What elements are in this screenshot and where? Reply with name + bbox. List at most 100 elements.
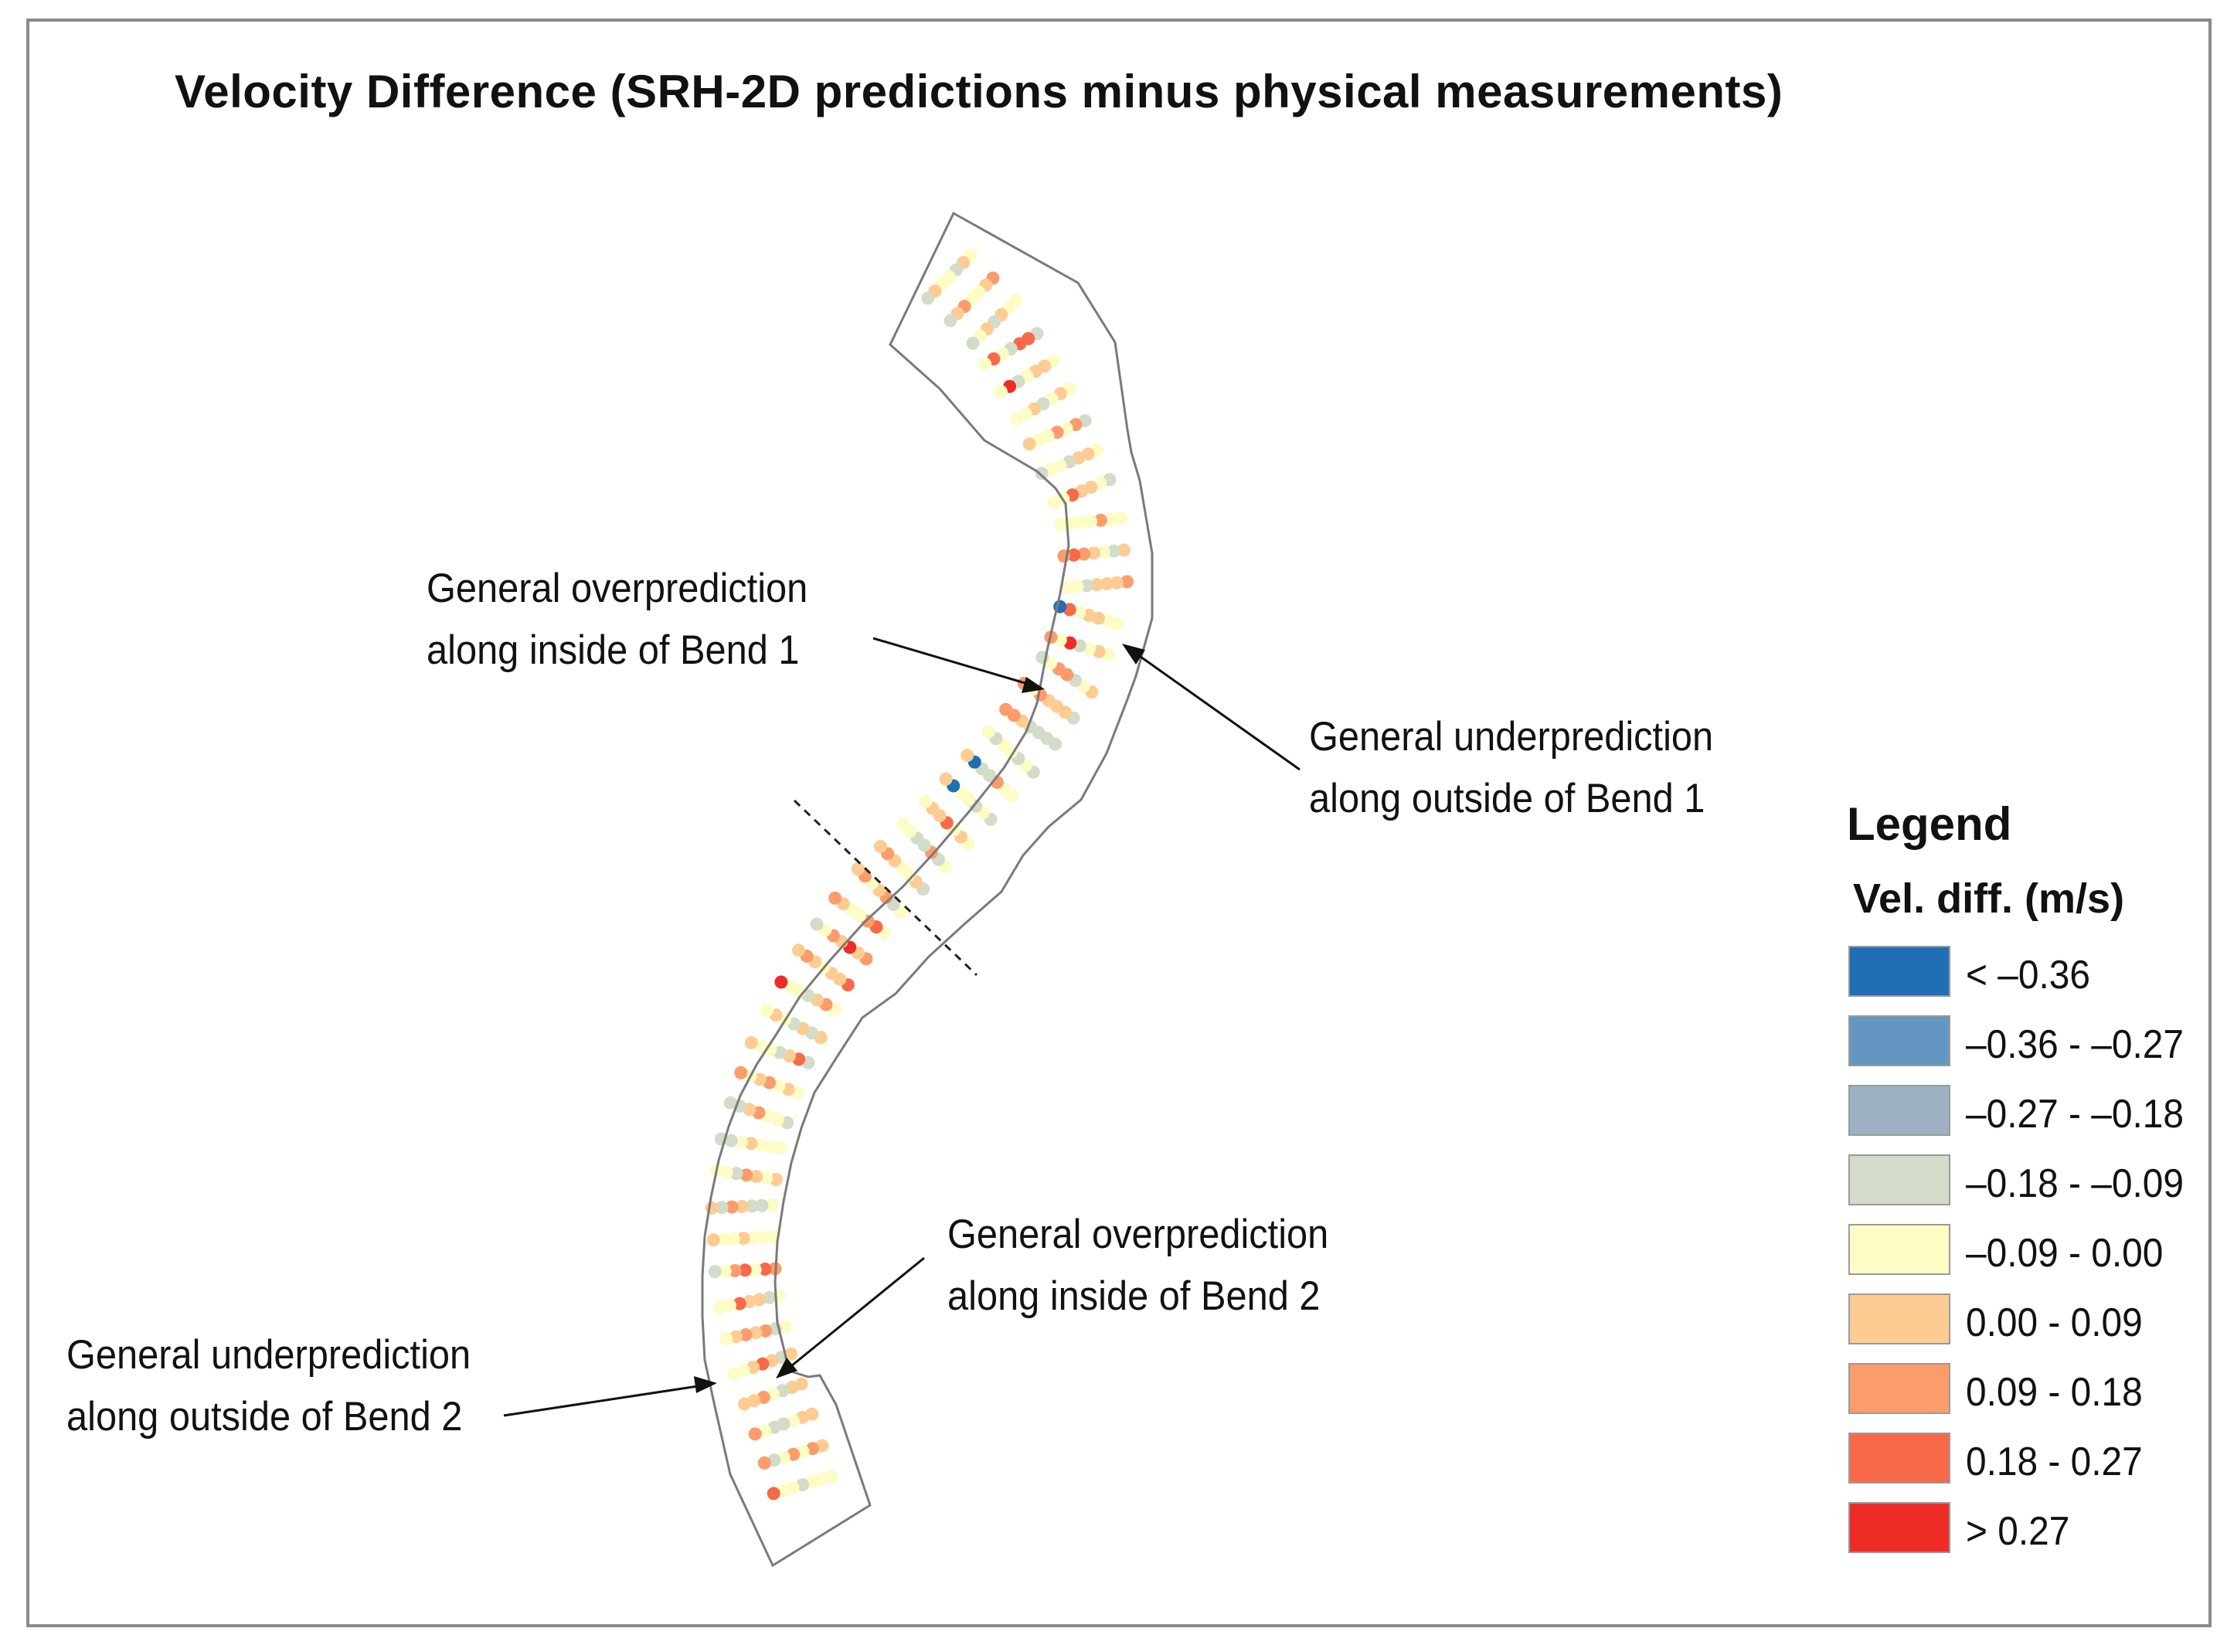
arrow-under-bend2: [503, 1383, 709, 1417]
velocity-point: [1067, 548, 1081, 562]
velocity-point: [745, 1199, 759, 1213]
velocity-point: [756, 1230, 770, 1244]
velocity-point: [1110, 576, 1124, 590]
velocity-point: [760, 1004, 774, 1018]
velocity-point: [728, 1264, 742, 1277]
legend-item: 0.00 - 0.09: [1848, 1293, 2219, 1348]
velocity-point: [718, 1264, 732, 1278]
velocity-point: [729, 1167, 743, 1181]
velocity-point: [767, 1487, 780, 1501]
velocity-point: [1022, 437, 1036, 450]
arrow-over-bend1: [872, 637, 1036, 688]
arrow-under-bend1: [1129, 648, 1300, 771]
velocity-point: [1060, 581, 1074, 595]
velocity-point: [1077, 547, 1091, 561]
velocity-point: [743, 1295, 756, 1308]
annotation-underprediction-bend1: General underprediction along outside of…: [1309, 706, 1713, 830]
figure-title: Velocity Difference (SRH-2D predictions …: [175, 66, 1783, 117]
legend-item: –0.18 - –0.09: [1848, 1154, 2219, 1208]
legend-swatch: [1848, 1363, 1950, 1414]
velocity-point: [748, 1263, 762, 1276]
velocity-point: [740, 1168, 753, 1182]
velocity-point: [1080, 579, 1094, 593]
velocity-point: [753, 1293, 767, 1307]
velocity-point: [744, 1035, 758, 1049]
velocity-point: [1070, 580, 1084, 593]
annotation-line: along outside of Bend 1: [1309, 776, 1705, 821]
velocity-point: [729, 1330, 743, 1344]
annotation-line: along inside of Bend 1: [427, 627, 800, 673]
legend-item: 0.09 - 0.18: [1848, 1363, 2219, 1417]
velocity-point: [723, 1096, 737, 1110]
legend-label: < –0.36: [1966, 953, 2090, 998]
velocity-point: [1120, 575, 1134, 589]
velocity-point: [734, 1066, 748, 1079]
velocity-point: [921, 291, 935, 305]
velocity-point: [792, 943, 805, 957]
velocity-point: [810, 917, 824, 931]
velocity-point: [851, 862, 865, 876]
velocity-point: [733, 1297, 746, 1310]
velocity-point: [1035, 467, 1049, 481]
velocity-point: [994, 385, 1008, 399]
velocity-point: [725, 1200, 739, 1214]
velocity-point: [722, 1299, 736, 1313]
velocity-point: [713, 1300, 727, 1314]
velocity-point: [1100, 577, 1114, 590]
velocity-point: [724, 1134, 738, 1147]
legend-swatch: [1848, 1015, 1950, 1066]
velocity-point: [873, 840, 887, 853]
annotation-arrows: [503, 637, 1300, 1417]
arrow-over-bend2: [783, 1256, 925, 1374]
velocity-point: [719, 1165, 733, 1179]
arrowhead-under-bend2: [694, 1376, 717, 1393]
velocity-point: [759, 1324, 773, 1338]
velocity-point: [1010, 412, 1024, 426]
velocity-point: [944, 314, 957, 328]
velocity-point: [919, 794, 933, 808]
velocity-point: [1090, 578, 1104, 592]
velocity-point: [1107, 544, 1120, 558]
velocity-point: [999, 702, 1013, 716]
velocity-point: [750, 1170, 763, 1184]
legend-item: 0.18 - 0.27: [1848, 1433, 2219, 1487]
velocity-point: [770, 1173, 783, 1186]
legend-label: 0.18 - 0.27: [1966, 1440, 2143, 1484]
legend-item: –0.36 - –0.27: [1848, 1015, 2219, 1069]
annotation-overprediction-bend1: General overprediction along inside of B…: [427, 558, 808, 682]
velocity-point: [939, 772, 953, 786]
legend-item: < –0.36: [1848, 946, 2219, 1000]
velocity-point: [1097, 545, 1110, 559]
velocity-point: [1103, 512, 1117, 526]
annotation-line: General overprediction: [427, 566, 808, 611]
velocity-points-layer: [705, 249, 1134, 1501]
velocity-point: [1114, 512, 1127, 525]
velocity-point: [757, 1456, 771, 1470]
velocity-point: [758, 1263, 772, 1276]
velocity-point: [744, 1137, 758, 1151]
legend-swatch: [1848, 1433, 1950, 1484]
legend-label: –0.36 - –0.27: [1966, 1022, 2184, 1067]
velocity-point: [748, 1427, 762, 1441]
legend-item: –0.27 - –0.18: [1848, 1085, 2219, 1139]
legend-label: –0.18 - –0.09: [1966, 1161, 2184, 1206]
legend-label: > 0.27: [1966, 1509, 2070, 1554]
legend-label: –0.09 - 0.00: [1966, 1231, 2164, 1276]
velocity-point: [738, 1397, 752, 1411]
velocity-point: [764, 1140, 778, 1154]
velocity-point: [735, 1200, 749, 1213]
arrowhead-over-bend1: [1022, 677, 1045, 693]
legend-swatch: [1848, 1502, 1950, 1553]
legend-item: –0.09 - 0.00: [1848, 1224, 2219, 1278]
velocity-point: [1093, 513, 1107, 527]
velocity-point: [736, 1232, 750, 1246]
velocity-point: [1074, 515, 1087, 529]
velocity-point: [755, 1198, 769, 1212]
velocity-point: [1084, 515, 1097, 529]
velocity-point: [1087, 546, 1101, 560]
annotation-line: General underprediction: [66, 1332, 471, 1378]
legend-label: 0.09 - 0.18: [1966, 1370, 2143, 1415]
velocity-point: [778, 1320, 792, 1334]
legend-subtitle: Vel. diff. (m/s): [1853, 875, 2125, 922]
